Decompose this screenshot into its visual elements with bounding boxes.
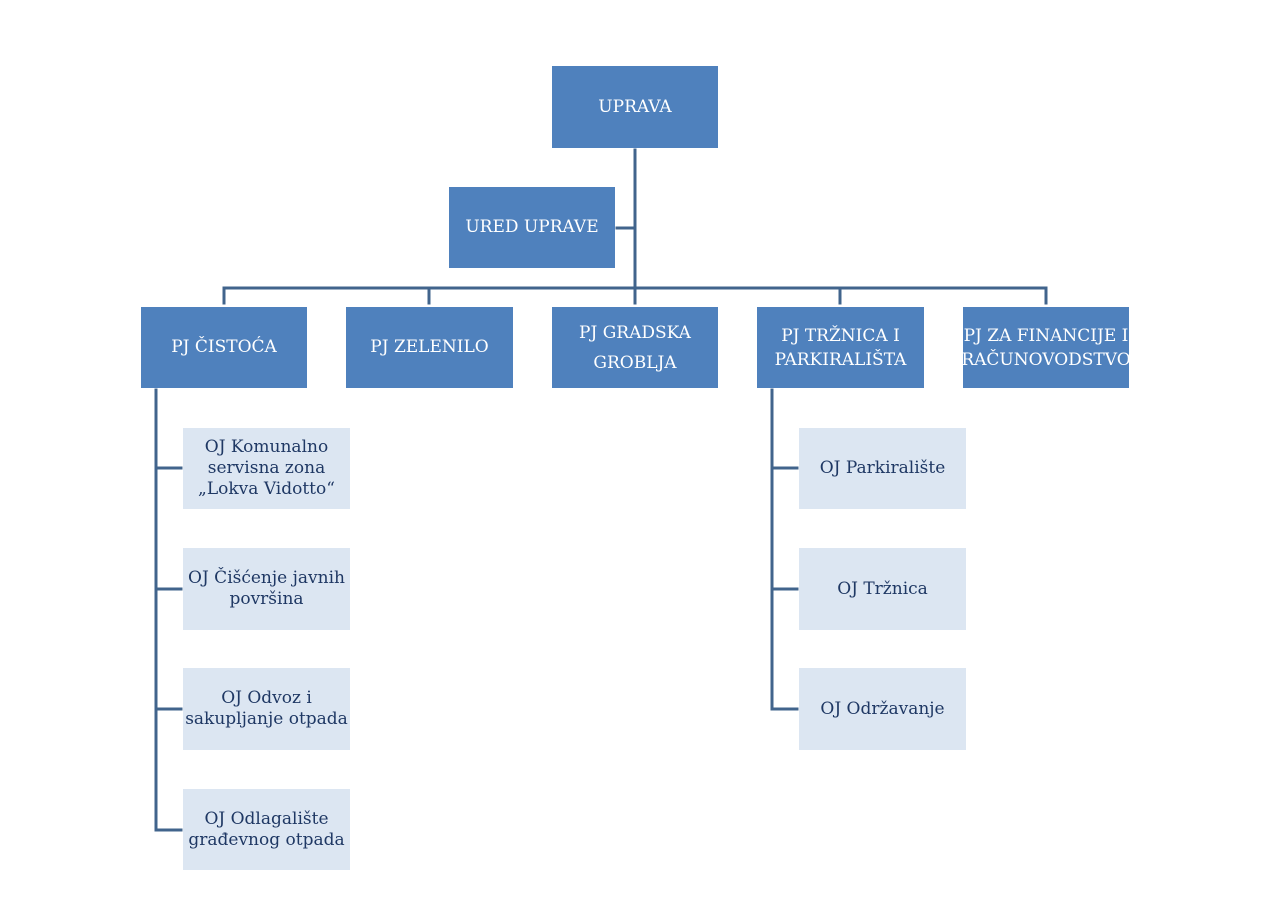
node-pj-zelenilo: PJ ZELENILO — [346, 307, 513, 388]
node-oj-odlagaliste-gradevnog-otpada: OJ Odlagalište građevnog otpada — [183, 789, 350, 870]
node-oj-ciscenje-javnih-povrsina: OJ Čišćenje javnih površina — [183, 548, 350, 630]
node-pj-financije-racunovodstvo: PJ ZA FINANCIJE I RAČUNOVODSTVO — [961, 307, 1131, 388]
node-oj-odrzavanje: OJ Održavanje — [799, 668, 966, 750]
node-pj-cistoca: PJ ČISTOĆA — [141, 307, 307, 388]
node-oj-komunalno-servisna-zona: OJ Komunalno servisna zona „Lokva Vidott… — [183, 428, 350, 509]
node-pj-trznica-parkiralista: PJ TRŽNICA I PARKIRALIŠTA — [757, 307, 924, 388]
node-uprava: UPRAVA — [552, 66, 718, 148]
node-oj-parkiraliste: OJ Parkiralište — [799, 428, 966, 509]
node-ured-uprave: URED UPRAVE — [449, 187, 615, 268]
node-oj-odvoz-sakupljanje-otpada: OJ Odvoz i sakupljanje otpada — [183, 668, 350, 750]
node-pj-gradska-groblja: PJ GRADSKA GROBLJA — [552, 307, 718, 388]
node-oj-trznica: OJ Tržnica — [799, 548, 966, 630]
